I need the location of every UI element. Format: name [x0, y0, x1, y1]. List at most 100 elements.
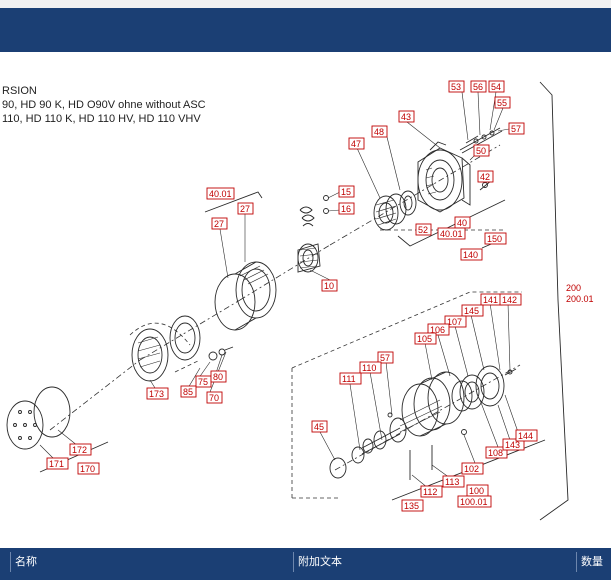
callout-85[interactable]: 85 — [180, 385, 197, 398]
bracket-40-01 — [204, 191, 263, 213]
callout-173[interactable]: 173 — [146, 387, 169, 400]
callout-108[interactable]: 108 — [485, 446, 508, 459]
svg-text:57: 57 — [380, 353, 390, 363]
callout-75[interactable]: 75 — [195, 375, 212, 388]
callout-50[interactable]: 50 — [473, 144, 490, 157]
column-header-quantity[interactable]: 数量 — [581, 556, 603, 568]
callout-111[interactable]: 111 — [339, 372, 362, 385]
column-divider — [576, 552, 577, 572]
svg-text:15: 15 — [341, 187, 351, 197]
bracket-200 — [539, 81, 569, 521]
callout-43[interactable]: 43 — [398, 110, 415, 123]
callout-140[interactable]: 140 — [460, 248, 483, 261]
svg-text:170: 170 — [80, 464, 95, 474]
callout-170[interactable]: 170 — [77, 462, 100, 475]
svg-text:135: 135 — [404, 501, 419, 511]
part-bearing-47-48 — [373, 190, 417, 231]
callout-106[interactable]: 106 — [427, 323, 450, 336]
svg-text:53: 53 — [451, 82, 461, 92]
svg-text:27: 27 — [214, 219, 224, 229]
callout-171[interactable]: 171 — [46, 457, 69, 470]
svg-text:55: 55 — [497, 98, 507, 108]
part-motor-assembly-135 — [351, 371, 465, 464]
svg-text:102: 102 — [464, 464, 479, 474]
callout-57-lower[interactable]: 57 — [377, 351, 394, 364]
title-line-3: 110, HD 110 K, HD 110 HV, HD 110 VHV — [2, 113, 201, 125]
column-divider — [10, 552, 11, 572]
svg-text:200: 200 — [566, 283, 581, 293]
callout-40-01-top[interactable]: 40.01 — [206, 187, 235, 200]
callout-150[interactable]: 150 — [484, 232, 507, 245]
parts-table-header: 名称 附加文本 数量 — [0, 548, 611, 580]
callout-100[interactable]: 100 — [466, 484, 489, 497]
svg-text:111: 111 — [342, 374, 356, 384]
callout-143[interactable]: 143 — [502, 438, 525, 451]
svg-text:172: 172 — [72, 445, 87, 455]
callout-53[interactable]: 53 — [448, 80, 465, 93]
column-header-name[interactable]: 名称 — [15, 556, 37, 568]
callout-200[interactable]: 200 — [566, 283, 581, 293]
column-header-additional-text[interactable]: 附加文本 — [298, 556, 342, 568]
svg-text:108: 108 — [488, 448, 503, 458]
svg-text:43: 43 — [401, 112, 411, 122]
callout-40-01[interactable]: 40.01 — [437, 227, 466, 240]
header-banner — [0, 8, 611, 52]
callout-27-a[interactable]: 27 — [237, 202, 254, 215]
callout-40[interactable]: 40 — [454, 216, 471, 229]
callout-105[interactable]: 105 — [414, 332, 437, 345]
callout-141[interactable]: 141 — [480, 293, 503, 306]
svg-text:142: 142 — [502, 295, 517, 305]
part-pins-112-113 — [387, 412, 467, 480]
callout-27-b[interactable]: 27 — [211, 217, 228, 230]
title-line-1: RSION — [2, 85, 37, 97]
callout-70[interactable]: 70 — [206, 391, 223, 404]
svg-text:143: 143 — [505, 440, 520, 450]
callout-110[interactable]: 110 — [359, 361, 382, 374]
part-bolts-53-56 — [459, 127, 503, 154]
callout-45[interactable]: 45 — [311, 420, 328, 433]
callout-48[interactable]: 48 — [371, 125, 388, 138]
svg-text:145: 145 — [464, 306, 479, 316]
svg-text:200.01: 200.01 — [566, 294, 594, 304]
callout-112[interactable]: 112 — [420, 485, 443, 498]
callout-102[interactable]: 102 — [461, 462, 484, 475]
svg-text:52: 52 — [418, 225, 428, 235]
svg-text:40.01: 40.01 — [209, 189, 232, 199]
callout-10[interactable]: 10 — [321, 279, 338, 292]
callout-145[interactable]: 145 — [461, 304, 484, 317]
callout-200-01[interactable]: 200.01 — [566, 294, 594, 304]
svg-text:27: 27 — [240, 204, 250, 214]
callout-57[interactable]: 57 — [508, 122, 525, 135]
callout-144[interactable]: 144 — [515, 429, 538, 442]
svg-text:110: 110 — [362, 363, 376, 373]
callout-113[interactable]: 113 — [442, 475, 465, 488]
svg-text:105: 105 — [417, 334, 432, 344]
svg-text:40.01: 40.01 — [440, 229, 463, 239]
part-ring-173 — [129, 315, 201, 382]
callout-80[interactable]: 80 — [210, 370, 227, 383]
callout-54[interactable]: 54 — [488, 80, 505, 93]
svg-text:106: 106 — [430, 325, 445, 335]
callout-107[interactable]: 107 — [444, 315, 467, 328]
svg-text:70: 70 — [209, 393, 219, 403]
svg-text:50: 50 — [476, 146, 486, 156]
callout-47[interactable]: 47 — [348, 137, 365, 150]
svg-text:141: 141 — [483, 295, 498, 305]
svg-text:100: 100 — [469, 486, 484, 496]
callout-142[interactable]: 142 — [499, 293, 522, 306]
part-rings-106-107 — [451, 365, 517, 412]
callout-135[interactable]: 135 — [401, 499, 424, 512]
callout-100-01[interactable]: 100.01 — [457, 495, 492, 508]
exploded-parts-diagram: RSION 90, HD 90 K, HD O90V ohne without … — [0, 52, 611, 548]
svg-text:173: 173 — [149, 389, 164, 399]
svg-text:85: 85 — [183, 387, 193, 397]
callout-52[interactable]: 52 — [415, 223, 432, 236]
callout-55[interactable]: 55 — [494, 96, 511, 109]
axis-lines — [49, 144, 521, 471]
callout-16[interactable]: 16 — [338, 202, 355, 215]
callout-15[interactable]: 15 — [338, 185, 355, 198]
callout-56[interactable]: 56 — [470, 80, 487, 93]
callout-172[interactable]: 172 — [69, 443, 92, 456]
callout-42[interactable]: 42 — [477, 170, 494, 183]
part-spline-10 — [297, 243, 321, 273]
